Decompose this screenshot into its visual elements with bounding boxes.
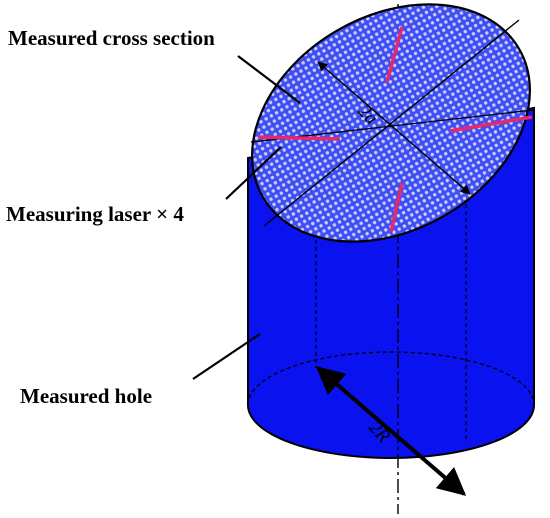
laser-left — [257, 135, 341, 141]
section-2a-dimension — [317, 61, 471, 195]
laser-right — [449, 115, 533, 133]
base-2r-dimension — [315, 366, 467, 496]
leader-cross-section — [237, 55, 301, 104]
laser-top — [385, 26, 404, 83]
label-measured-hole: Measured hole — [20, 384, 152, 408]
label-measuring-laser: Measuring laser × 4 — [6, 202, 184, 226]
label-measured-cross-section: Measured cross section — [8, 26, 215, 50]
leader-laser — [225, 146, 282, 200]
laser-bottom — [389, 182, 404, 233]
hidden-base-edge — [247, 351, 535, 406]
leader-hole — [192, 333, 261, 380]
